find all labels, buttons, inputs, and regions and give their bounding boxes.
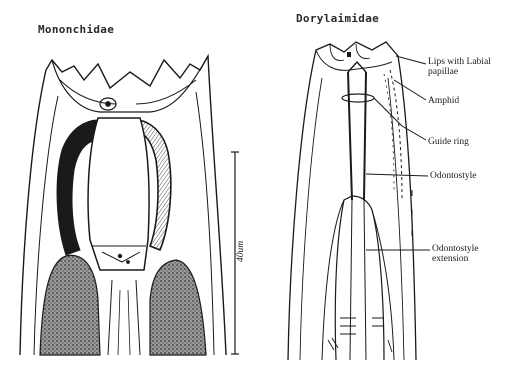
leader-lips <box>396 56 426 64</box>
amphid <box>390 70 402 200</box>
label-odontostyle-extension: Odontostyle extension <box>432 244 478 264</box>
mononchid-oesophagus-left <box>40 255 100 355</box>
dorylaimid-lips <box>316 50 392 70</box>
mononchid-lips <box>52 56 208 112</box>
odontostyle <box>348 72 366 200</box>
label-amphid: Amphid <box>428 96 459 106</box>
guide-ring <box>342 94 374 102</box>
mononchid-head <box>20 56 226 355</box>
mononchid-dorsal-tooth <box>88 118 149 270</box>
odontostyle-extension <box>335 196 384 360</box>
label-guide-ring: Guide ring <box>428 137 469 147</box>
scale-label: 40um <box>236 241 246 262</box>
leader-amphid <box>394 80 426 100</box>
dorylaimid-head <box>288 42 416 360</box>
label-lips: Lips with Labial papillae <box>428 57 491 77</box>
mononchid-oesophagus-right <box>150 260 206 355</box>
label-odontostyle: Odontostyle <box>430 171 476 181</box>
leader-odontostyle <box>366 174 428 176</box>
